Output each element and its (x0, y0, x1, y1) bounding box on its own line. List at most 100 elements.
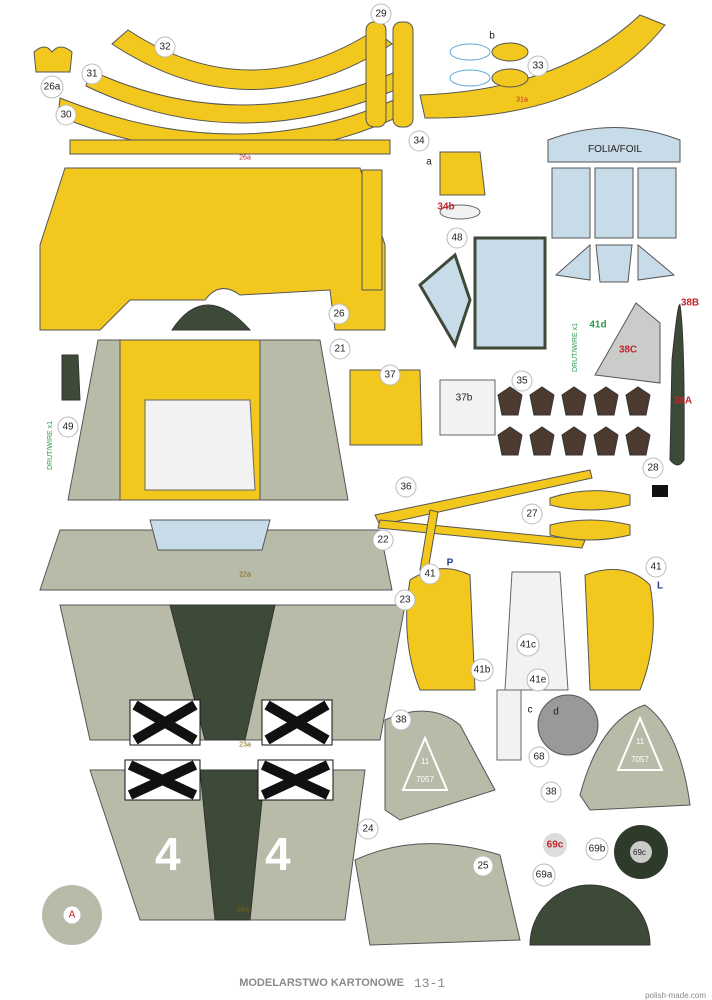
svg-text:23a: 23a (239, 742, 251, 749)
label-26: 26 (328, 303, 350, 325)
svg-text:d: d (553, 707, 559, 718)
part-38C (594, 302, 661, 384)
svg-text:L: L (657, 581, 663, 592)
insignia-38L (616, 715, 664, 771)
part-41L (584, 568, 654, 691)
label-31: 31 (81, 63, 103, 85)
label-30: 30 (55, 104, 77, 126)
balkenkreuz-23 (129, 699, 333, 746)
footer-title: MODELARSTWO KARTONOWE (239, 977, 404, 989)
wire-label-49: DRUT/WIRE x1 (47, 421, 54, 470)
label-24a: 24a (237, 907, 249, 914)
label-69c: 69c (543, 833, 567, 857)
label-38B: 38B (681, 298, 699, 309)
label-29: 29 (370, 3, 392, 25)
part-41P (406, 568, 476, 691)
svg-text:68: 68 (533, 752, 545, 763)
part-26-wing (39, 167, 386, 331)
foil-label: FOLIA/FOIL (588, 144, 642, 155)
part-29-strips (365, 21, 414, 128)
part-28 (652, 485, 668, 497)
balkenkreuz-24 (124, 759, 334, 801)
svg-text:24a: 24a (237, 907, 249, 914)
svg-text:21: 21 (334, 344, 346, 355)
svg-text:38B: 38B (681, 298, 699, 309)
svg-text:c: c (528, 705, 533, 716)
insignia-38P (401, 735, 449, 791)
svg-text:41e: 41e (530, 675, 547, 686)
svg-text:69b: 69b (589, 844, 606, 855)
svg-text:22a: 22a (239, 572, 251, 579)
svg-text:41c: 41c (520, 640, 536, 651)
svg-text:31a: 31a (516, 97, 528, 104)
part-69a (529, 884, 651, 946)
part-35-pieces (497, 386, 651, 456)
label-38-P: 38 (390, 709, 412, 731)
label-48: 48 (446, 227, 468, 249)
label-38A: 38A (674, 396, 692, 407)
svg-text:41: 41 (650, 562, 662, 573)
part-22 (39, 529, 393, 591)
label-23: 23 (394, 589, 416, 611)
svg-text:34: 34 (413, 136, 425, 147)
label-A: A (62, 905, 82, 925)
part-25 (354, 843, 521, 946)
label-25: 25 (472, 855, 494, 877)
svg-text:38C: 38C (619, 345, 637, 356)
svg-text:A: A (69, 910, 76, 921)
part-26-side-strip (361, 169, 383, 291)
svg-text:26: 26 (333, 309, 345, 320)
label-38C: 38C (619, 345, 637, 356)
insignia-number-38L: 7057 (631, 755, 649, 764)
part-27-pieces (549, 490, 631, 541)
label-32: 32 (154, 36, 176, 58)
svg-text:32: 32 (159, 42, 171, 53)
label-41d: 41d (589, 320, 606, 331)
label-23a: 23a (239, 742, 251, 749)
svg-text:27: 27 (526, 509, 538, 520)
sheet-number: 13-1 (414, 976, 445, 991)
part-36-struts (374, 469, 593, 571)
label-38-L: 38 (540, 781, 562, 803)
insignia-number-38P: 7057 (416, 775, 434, 784)
svg-text:41d: 41d (589, 320, 606, 331)
label-41b: 41b (470, 658, 494, 682)
part-48-frame (418, 252, 472, 349)
svg-text:22: 22 (377, 535, 389, 546)
label-24: 24 (357, 818, 379, 840)
label-33: 33 (527, 55, 549, 77)
svg-text:37b: 37b (456, 393, 473, 404)
label-31a: 31a (516, 97, 528, 104)
part-49 (61, 354, 81, 401)
insignia-top-38L: 11 (636, 737, 645, 746)
part-32-arc (57, 29, 405, 155)
sublabel-b: b (489, 31, 495, 42)
part-21-cutout (144, 399, 256, 491)
label-34: 34 (408, 130, 430, 152)
sublabel-a: a (426, 157, 432, 168)
label-41-P: 41 (419, 563, 441, 585)
svg-text:a: a (426, 157, 432, 168)
svg-text:23: 23 (399, 595, 411, 606)
part-26a-piece (33, 46, 73, 73)
svg-text:41: 41 (424, 569, 436, 580)
label-21: 21 (329, 338, 351, 360)
svg-text:38: 38 (545, 787, 557, 798)
svg-text:69c: 69c (547, 840, 564, 851)
label-26a: 26a (40, 75, 64, 99)
svg-text:38: 38 (395, 715, 407, 726)
part-24-olive (199, 769, 266, 921)
wire-label-41d: DRUT/WIRE x1 (572, 323, 579, 372)
part-68-disc (537, 694, 599, 756)
watermark: polish-made.com (645, 991, 706, 1000)
fuselage-number-right: 4 (265, 828, 291, 880)
part-41c (504, 571, 569, 691)
part-69c-inner (630, 841, 652, 863)
svg-text:24: 24 (362, 824, 374, 835)
svg-text:31: 31 (86, 69, 98, 80)
part-34 (439, 151, 486, 196)
svg-text:48: 48 (451, 233, 463, 244)
label-41c: 41c (516, 633, 540, 657)
svg-text:P: P (447, 558, 454, 569)
label-22: 22 (372, 529, 394, 551)
